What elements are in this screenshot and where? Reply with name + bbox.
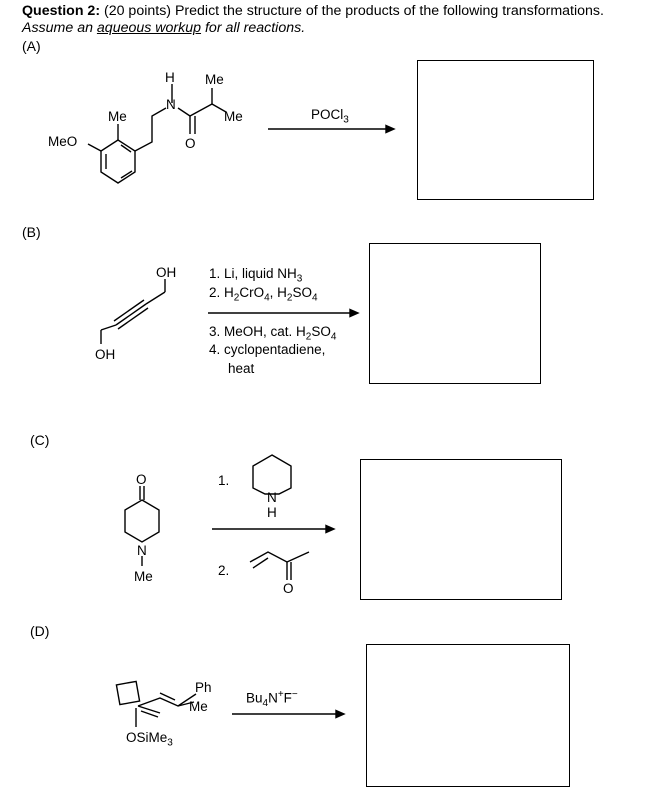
atom-me-ring: Me	[108, 109, 127, 124]
part-d-label: (D)	[30, 623, 50, 639]
isopropyl-bond	[189, 103, 213, 117]
arrow-head-a	[385, 124, 396, 134]
reagent-b-step4: 4. cyclopentadiene,	[209, 342, 326, 357]
vinyl-double-2	[140, 710, 159, 718]
question-intro: (20 points) Predict the structure of the…	[100, 3, 604, 19]
alkyl-chain	[134, 107, 167, 152]
reagent-c-step2: 2.	[218, 563, 230, 578]
part-b-label: (B)	[22, 224, 41, 240]
vinyl-bond-2	[137, 705, 161, 714]
alkyne-bond-2	[113, 299, 145, 322]
cyclobutane-ring	[115, 680, 141, 706]
atom-oh-bottom: OH	[95, 347, 115, 362]
atom-meo: MeO	[48, 134, 77, 149]
enone-double-bond	[252, 557, 269, 569]
ch2-bond-top	[145, 291, 166, 305]
atom-me-right: Me	[224, 109, 243, 124]
reagent-b-step1: 1. Li, liquid NH3	[209, 266, 303, 285]
arrow-head-c	[325, 524, 336, 534]
amide-bond	[177, 107, 191, 117]
atom-oh-top: OH	[156, 265, 176, 280]
alkyne-bond-3	[117, 307, 149, 330]
atom-n: N	[166, 97, 176, 112]
atom-o-top: O	[136, 472, 147, 487]
reagent-b-step2: 2. H2CrO4, H2SO4	[209, 285, 318, 304]
me-bond-d	[177, 701, 195, 707]
piperidine-ring	[252, 454, 292, 495]
vinyl-chain	[137, 693, 197, 707]
atom-me-d: Me	[189, 699, 208, 714]
reagent-a: POCl3	[311, 107, 349, 126]
atom-ph: Ph	[195, 680, 212, 695]
atom-o-enone: O	[283, 581, 294, 596]
answer-box-c[interactable]	[360, 459, 562, 600]
ring-double-bond-3	[120, 144, 132, 153]
part-a-label: (A)	[22, 38, 41, 54]
answer-box-b[interactable]	[369, 243, 541, 384]
vinyl-double-1	[159, 692, 176, 701]
atom-osime3: OSiMe3	[126, 730, 173, 749]
atom-h: H	[165, 70, 175, 85]
arrow-head-d	[335, 709, 346, 719]
question-heading: Question 2:	[22, 3, 101, 19]
me-right-bond	[211, 103, 227, 113]
question-text: Question 2: (20 points) Predict the stru…	[22, 3, 642, 37]
atom-me: Me	[134, 569, 153, 584]
reagent-c-step1: 1.	[218, 473, 230, 488]
reagent-b-step3: 3. MeOH, cat. H2SO4	[209, 324, 337, 343]
ring-double-bond-2	[120, 170, 133, 179]
piperidinone-ring	[124, 499, 160, 543]
atom-h-pip: H	[267, 505, 277, 520]
instruction-pre: Assume an	[22, 20, 97, 36]
meo-bond	[87, 143, 102, 152]
answer-box-a[interactable]	[417, 60, 594, 200]
atom-o: O	[185, 136, 196, 151]
ch2-bond-bottom	[100, 324, 117, 331]
reagent-d: Bu4N+F−	[246, 689, 298, 710]
atom-me-top: Me	[205, 72, 224, 87]
atom-n-pip: N	[267, 490, 277, 505]
atom-n-ring: N	[137, 543, 147, 558]
answer-box-d[interactable]	[366, 644, 570, 787]
alkyne-bond	[115, 303, 147, 326]
instruction-post: for all reactions.	[201, 20, 306, 36]
question-instruction: Assume an aqueous workup for all reactio…	[22, 20, 305, 36]
instruction-underlined: aqueous workup	[96, 20, 202, 36]
part-c-label: (C)	[30, 432, 50, 448]
reagent-b-step4-cont: heat	[228, 361, 255, 376]
arrow-head-b	[349, 308, 360, 318]
enone-chain	[249, 551, 310, 563]
